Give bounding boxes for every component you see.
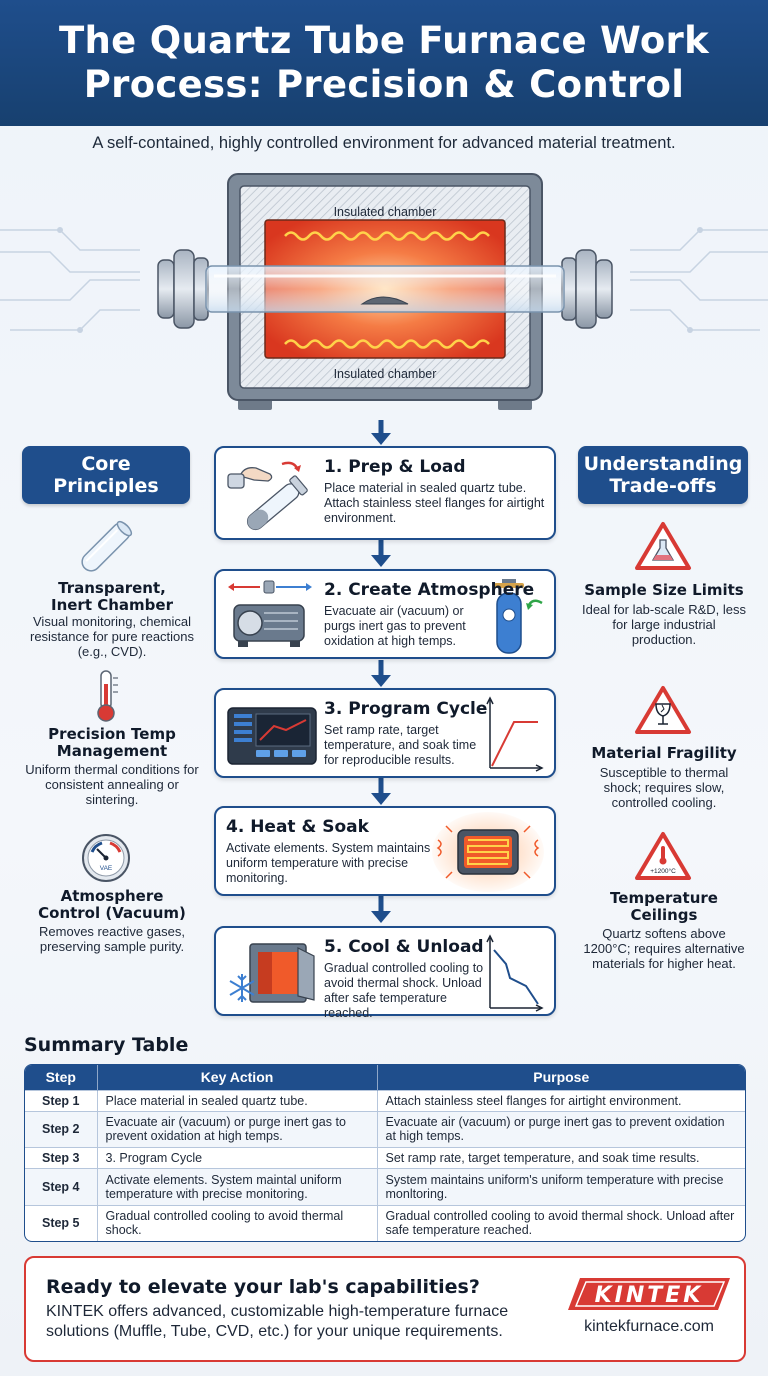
down-arrow-icon xyxy=(371,896,391,923)
step-desc: Activate elements. System maintains unif… xyxy=(226,841,431,885)
principle-desc: Removes reactive gases, preserving sampl… xyxy=(39,924,185,954)
gauge-icon-text: VAE xyxy=(100,865,113,872)
table-cell: Set ramp rate, target temperature, and s… xyxy=(377,1147,745,1169)
table-cell: Step 5 xyxy=(25,1204,98,1241)
table-row: Step 3 3. Program Cycle Set ramp rate, t… xyxy=(25,1147,745,1169)
cta-body: KINTEK offers advanced, customizable hig… xyxy=(46,1303,509,1340)
principle-desc: Visual monitoring, chemical resistance f… xyxy=(29,614,195,659)
down-arrow-icon xyxy=(371,540,391,567)
step-card-cool-unload: 5. Cool & Unload Gradual controlled cool… xyxy=(214,926,556,1020)
tradeoff-title: Material Fragility xyxy=(591,744,737,762)
thermometer-icon xyxy=(97,670,118,722)
temperature-icon-text: +1200°C xyxy=(650,867,676,875)
principle-title: Precision Temp Management xyxy=(48,725,176,760)
gas-cylinder-icon xyxy=(494,579,543,654)
table-row: Step 5 Gradual controlled cooling to avo… xyxy=(25,1204,745,1241)
tradeoff-desc: Susceptible to thermal shock; requires s… xyxy=(599,765,729,810)
step-desc: Set ramp rate, target temperature, and s… xyxy=(324,723,477,767)
table-cell: Place material in sealed quartz tube. xyxy=(97,1089,378,1112)
circuit-decoration xyxy=(0,227,768,333)
principle-title: Transparent, Inert Chamber xyxy=(51,579,173,614)
step-card-program-cycle: 3. Program Cycle Set ramp rate, target t… xyxy=(214,688,556,778)
cta-box: Ready to elevate your lab's capabilities… xyxy=(24,1256,746,1362)
step-card-heat-soak: 4. Heat & Soak Activate elements. System… xyxy=(214,806,556,896)
kintek-logo[interactable]: KINTEK xyxy=(566,1276,732,1312)
step-title: 5. Cool & Unload xyxy=(324,937,484,957)
tube-furnace-illustration: Insulated chamber Insulated chamber xyxy=(150,168,620,420)
step-title: 1. Prep & Load xyxy=(324,457,466,477)
cta-heading: Ready to elevate your lab's capabilities… xyxy=(46,1276,480,1298)
step-desc: Place material in sealed quartz tube. At… xyxy=(324,481,545,525)
down-arrow-icon xyxy=(371,420,391,445)
principle-desc: Uniform thermal conditions for consisten… xyxy=(25,762,199,807)
tradeoff-desc: Quartz softens above 1200°C; requires al… xyxy=(583,926,745,971)
table-header: Purpose xyxy=(377,1065,745,1090)
table-cell: Step 4 xyxy=(25,1168,98,1206)
control-panel-icon xyxy=(227,707,317,765)
summary-table: Step Key Action Purpose Step 1 Place mat… xyxy=(24,1064,746,1242)
logo-text: KINTEK xyxy=(595,1283,704,1308)
table-header: Key Action xyxy=(97,1065,378,1090)
step-card-prep-load: 1. Prep & Load Place material in sealed … xyxy=(214,446,556,540)
warning-temperature-icon: +1200°C xyxy=(635,832,691,880)
tradeoffs-title: Understanding Trade-offs xyxy=(578,446,748,504)
table-cell: Gradual controlled cooling to avoid ther… xyxy=(377,1204,745,1241)
table-row: Step 4 Activate elements. System maintal… xyxy=(25,1168,745,1206)
table-cell: System maintains uniform's uniform tempe… xyxy=(377,1168,745,1206)
page-subtitle: A self-contained, highly controlled envi… xyxy=(92,134,676,152)
vacuum-pump-icon xyxy=(228,580,312,647)
warning-fragile-icon xyxy=(635,686,691,734)
step-card-create-atmosphere: 2. Create Atmosphere Evacuate air (vacuu… xyxy=(214,569,556,659)
step-title: 4. Heat & Soak xyxy=(226,817,369,837)
down-arrow-icon xyxy=(371,660,391,687)
table-cell: Step 1 xyxy=(25,1089,98,1112)
step-desc: Evacuate air (vacuum) or purgs inert gas… xyxy=(324,604,466,648)
table-header: Step xyxy=(25,1065,98,1090)
chamber-label-top: Insulated chamber xyxy=(333,205,437,219)
tradeoff-title: Sample Size Limits xyxy=(584,581,744,599)
core-principles-title: Core Principles xyxy=(22,446,190,504)
table-cell: 3. Program Cycle xyxy=(97,1147,378,1169)
cooling-curve-icon xyxy=(486,934,544,1012)
table-cell: Activate elements. System maintal unifor… xyxy=(97,1168,378,1206)
table-cell: Step 3 xyxy=(25,1147,98,1169)
table-cell: Evacuate air (vacuum) or purge inert gas… xyxy=(377,1110,745,1148)
test-tube-hand-icon xyxy=(227,461,308,531)
tradeoff-title: Temperature Ceilings xyxy=(610,889,718,924)
tradeoff-desc: Ideal for lab-scale R&D, less for large … xyxy=(581,602,746,647)
quartz-tube-icon xyxy=(81,520,133,572)
down-arrow-icon xyxy=(371,778,391,805)
page-title: The Quartz Tube Furnace Work Process: Pr… xyxy=(58,19,710,106)
step-title: 2. Create Atmosphere xyxy=(324,580,535,600)
warning-flask-icon xyxy=(635,522,691,570)
step-title: 3. Program Cycle xyxy=(324,699,488,719)
chamber-label-bottom: Insulated chamber xyxy=(333,367,437,381)
table-cell: Evacuate air (vacuum) or purge inert gas… xyxy=(97,1110,378,1148)
step-desc: Gradual controlled cooling to avoid ther… xyxy=(324,961,484,1020)
heating-element-icon xyxy=(432,812,544,892)
table-cell: Gradual controlled cooling to avoid ther… xyxy=(97,1204,378,1241)
header-banner: The Quartz Tube Furnace Work Process: Pr… xyxy=(0,0,768,126)
principle-title: Atmosphere Control (Vacuum) xyxy=(38,887,186,922)
summary-heading: Summary Table xyxy=(24,1034,189,1056)
table-row: Step 2 Evacuate air (vacuum) or purge in… xyxy=(25,1110,745,1148)
cooling-furnace-icon xyxy=(229,943,315,1003)
website-link[interactable]: kintekfurnace.com xyxy=(584,1318,714,1335)
ramp-chart-icon xyxy=(486,696,544,772)
pressure-gauge-icon: VAE xyxy=(82,834,130,882)
table-cell: Attach stainless steel flanges for airti… xyxy=(377,1089,745,1112)
table-row: Step 1 Place material in sealed quartz t… xyxy=(25,1089,745,1112)
table-cell: Step 2 xyxy=(25,1110,98,1148)
